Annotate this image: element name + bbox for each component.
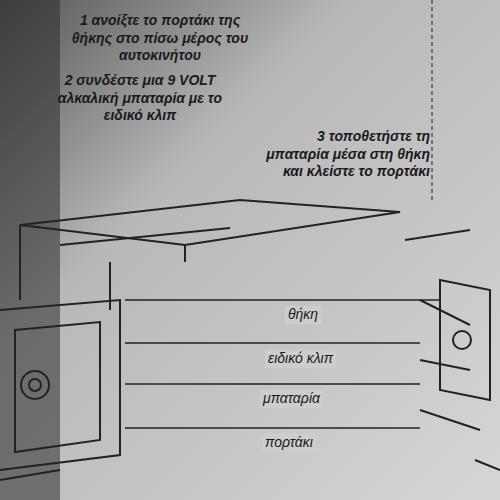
instruction-step: 1 ανοίξτε το πορτάκι της θήκης στο πίσω … [60, 12, 260, 65]
part-label: θήκη [285, 306, 321, 324]
part-label: μπαταρία [260, 390, 323, 408]
instruction-step: 2 συνδέστε μια 9 VOLT αλκαλική μπαταρία … [40, 72, 240, 125]
part-label: ειδικό κλιπ [265, 350, 336, 368]
instruction-step: 3 τοποθετήστε τη μπαταρία μέσα στη θήκη … [255, 128, 430, 181]
part-label: πορτάκι [262, 434, 316, 452]
